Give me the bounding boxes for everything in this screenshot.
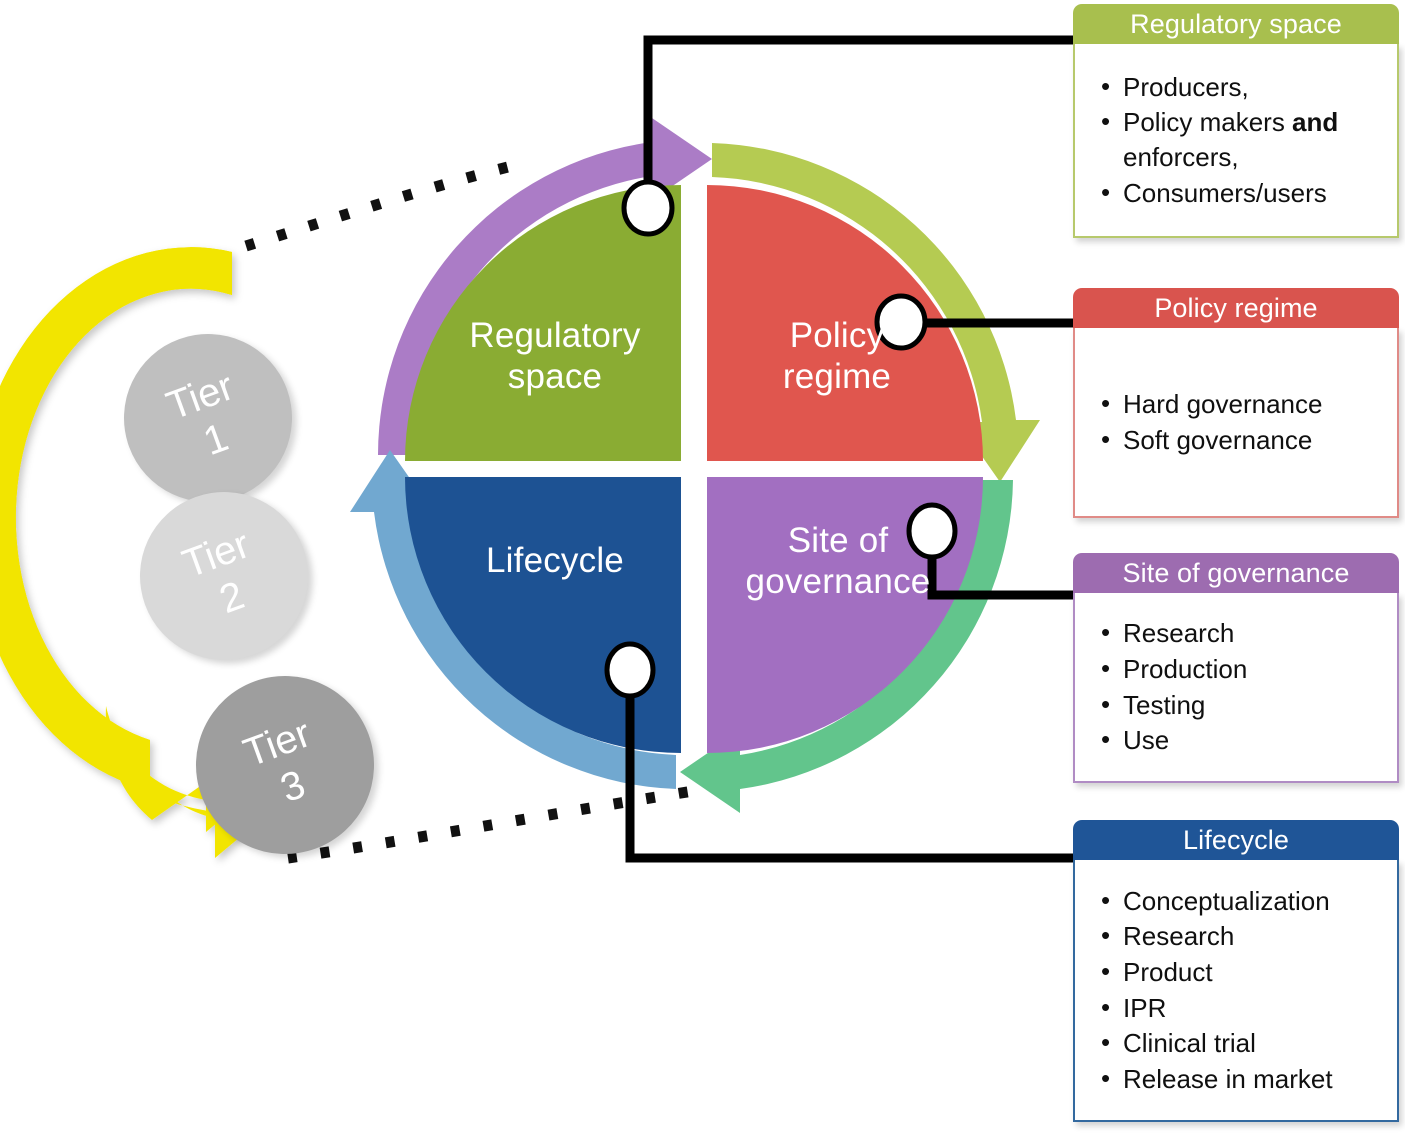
- tier-number: 1: [197, 415, 234, 465]
- callout-dot-regulatory-space[interactable]: [621, 179, 675, 237]
- callout-box-body: Conceptualization Research Product IPR C…: [1073, 860, 1399, 1122]
- tier-word: Tier: [176, 522, 256, 587]
- tier-word: Tier: [160, 364, 240, 429]
- callout-box-list: Producers, Policy makers and enforcers, …: [1075, 69, 1397, 211]
- callout-box-policy-regime[interactable]: Policy regime Hard governance Soft gover…: [1073, 288, 1399, 518]
- list-item: Producers,: [1101, 69, 1387, 105]
- list-item: Soft governance: [1101, 422, 1387, 458]
- list-item-text: Consumers/users: [1123, 177, 1327, 208]
- list-item-text-tail: enforcers,: [1123, 142, 1239, 172]
- dotted-line-top: [244, 158, 522, 252]
- callout-box-site-of-governance[interactable]: Site of governance Research Production T…: [1073, 553, 1399, 783]
- callout-box-list: Conceptualization Research Product IPR C…: [1075, 883, 1397, 1097]
- list-item: Research: [1101, 918, 1387, 954]
- callout-line-lifecycle: [625, 672, 1078, 863]
- list-item: Clinical trial: [1101, 1025, 1387, 1061]
- quadrant-regulatory-space[interactable]: [405, 185, 681, 461]
- green-arc-arrow: [712, 143, 1040, 482]
- list-item: Research: [1101, 615, 1387, 651]
- list-item: Release in market: [1101, 1061, 1387, 1097]
- tier-word: Tier: [237, 711, 317, 776]
- list-item-emphasis: and: [1292, 107, 1339, 138]
- callout-dot-policy-regime[interactable]: [874, 293, 928, 351]
- callout-box-body: Producers, Policy makers and enforcers, …: [1073, 44, 1399, 238]
- list-item-text: Producers,: [1123, 71, 1249, 102]
- callout-box-list: Research Production Testing Use: [1075, 615, 1397, 758]
- list-item: Testing: [1101, 687, 1387, 723]
- callout-box-body: Hard governance Soft governance: [1073, 328, 1399, 518]
- dotted-line-bottom: [287, 784, 701, 864]
- list-item: Product: [1101, 954, 1387, 990]
- callout-line-regulatory-space: [643, 35, 1078, 207]
- callout-dot-site-of-governance[interactable]: [906, 502, 958, 560]
- tier-number: 3: [274, 762, 311, 812]
- callout-box-list: Hard governance Soft governance: [1075, 386, 1397, 458]
- tier-number: 2: [213, 573, 250, 623]
- callout-box-lifecycle[interactable]: Lifecycle Conceptualization Research Pro…: [1073, 820, 1399, 1122]
- blue-arc-arrow: [350, 450, 676, 789]
- callout-box-regulatory-space[interactable]: Regulatory space Producers, Policy maker…: [1073, 4, 1399, 238]
- quadrant-policy-regime[interactable]: [707, 185, 983, 461]
- list-item: Use: [1101, 722, 1387, 758]
- list-item: Consumers/users: [1101, 175, 1387, 211]
- callout-box-title: Regulatory space: [1073, 4, 1399, 44]
- list-item: Conceptualization: [1101, 883, 1387, 919]
- callout-box-title: Policy regime: [1073, 288, 1399, 328]
- callout-dot-lifecycle[interactable]: [604, 641, 656, 699]
- quadrant-lifecycle[interactable]: [405, 477, 681, 753]
- callout-box-title: Lifecycle: [1073, 820, 1399, 860]
- list-item: Policy makers and enforcers,: [1101, 104, 1387, 174]
- list-item: Hard governance: [1101, 386, 1387, 422]
- list-item: Production: [1101, 651, 1387, 687]
- callout-box-title: Site of governance: [1073, 553, 1399, 593]
- callout-box-body: Research Production Testing Use: [1073, 593, 1399, 783]
- list-item-text: Policy makers: [1123, 107, 1293, 138]
- list-item: IPR: [1101, 990, 1387, 1026]
